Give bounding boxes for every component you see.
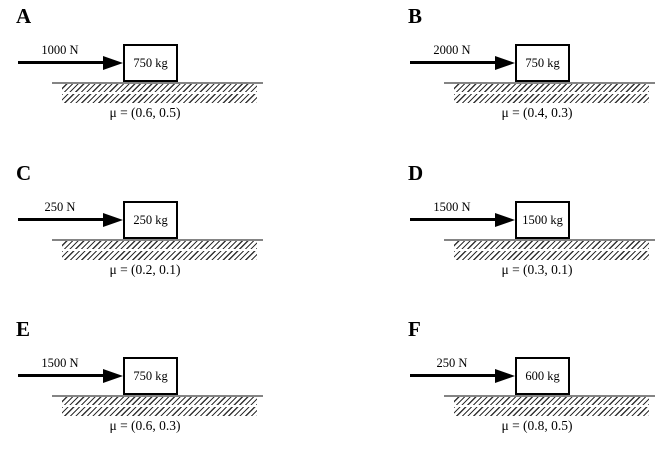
mass-block: 250 kg [123,201,178,239]
mass-label: 750 kg [133,55,168,70]
ground-line [52,239,263,241]
force-label: 250 N [44,200,76,214]
panel-label: A [16,4,32,28]
force-arrowhead-icon [495,56,515,70]
force-arrowhead-icon [103,213,123,227]
force-arrow-shaft [410,374,496,377]
force-arrow-shaft [18,374,104,377]
friction-coefficients-label: μ = (0.8, 0.5) [501,418,573,433]
mass-block: 1500 kg [515,201,570,239]
mass-label: 750 kg [133,368,168,383]
force-arrowhead-icon [495,213,515,227]
mass-block: 750 kg [515,44,570,82]
scenario-panel-d: D 1500 N 1500 kg μ = (0.3, 0.1) [392,157,671,309]
ground-hatch [454,241,649,260]
scenario-panel-e: E 1500 N 750 kg μ = (0.6, 0.3) [0,313,280,455]
mass-block: 750 kg [123,357,178,395]
friction-coefficients-label: μ = (0.6, 0.3) [109,418,181,433]
force-label: 1500 N [433,200,471,214]
panel-label: B [408,4,423,28]
ground-hatch [62,397,257,416]
friction-coefficients-label: μ = (0.2, 0.1) [109,262,181,277]
ground-hatch [62,241,257,260]
panel-label: E [16,317,31,341]
ground-hatch [454,397,649,416]
panel-label: C [16,161,32,185]
force-arrow-shaft [410,218,496,221]
force-label: 2000 N [433,43,471,57]
mass-label: 1500 kg [522,212,563,227]
mass-label: 250 kg [133,212,168,227]
force-arrow-shaft [18,218,104,221]
ground-hatch [454,84,649,103]
force-arrowhead-icon [103,369,123,383]
force-arrowhead-icon [495,369,515,383]
force-arrow-shaft [410,61,496,64]
force-label: 1000 N [41,43,79,57]
panel-label: F [408,317,421,341]
force-label: 1500 N [41,356,79,370]
scenario-panel-f: F 250 N 600 kg μ = (0.8, 0.5) [392,313,671,455]
mass-block: 750 kg [123,44,178,82]
mass-label: 750 kg [525,55,560,70]
scenario-panel-b: B 2000 N 750 kg μ = (0.4, 0.3) [392,0,671,152]
ground-line [444,395,655,397]
force-arrowhead-icon [103,56,123,70]
force-arrow-shaft [18,61,104,64]
panel-label: D [408,161,424,185]
ground-line [52,395,263,397]
mass-block: 600 kg [515,357,570,395]
friction-coefficients-label: μ = (0.6, 0.5) [109,105,181,120]
mass-label: 600 kg [525,368,560,383]
ground-line [52,82,263,84]
ground-line [444,82,655,84]
force-label: 250 N [436,356,468,370]
ground-hatch [62,84,257,103]
ground-line [444,239,655,241]
scenario-panel-a: A 1000 N 750 kg μ = (0.6, 0.5) [0,0,280,152]
friction-coefficients-label: μ = (0.4, 0.3) [501,105,573,120]
friction-coefficients-label: μ = (0.3, 0.1) [501,262,573,277]
scenario-panel-c: C 250 N 250 kg μ = (0.2, 0.1) [0,157,280,309]
